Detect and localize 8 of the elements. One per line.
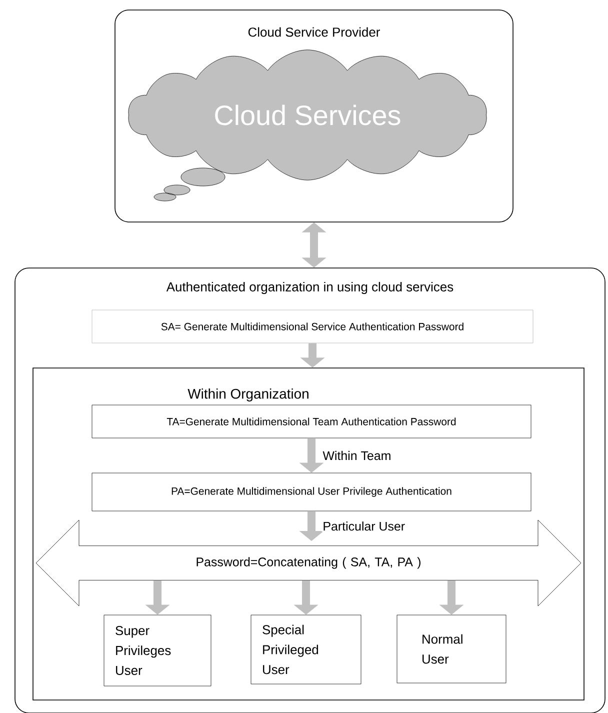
process-box: SA= Generate Multidimensional Service Authentication Password <box>92 310 534 344</box>
process-box: PA=Generate Multidimensional User Privilege Authentication <box>92 472 532 512</box>
edge-label: Particular User <box>324 522 405 531</box>
edge-label: Within Team <box>322 450 390 460</box>
process-box: TA=Generate Multidimensional Team Authentication Password <box>92 404 532 438</box>
user-box: Special Privileged User <box>250 614 362 684</box>
user-box: Normal User <box>396 614 506 684</box>
user-box: Super Privileges User <box>104 614 212 686</box>
